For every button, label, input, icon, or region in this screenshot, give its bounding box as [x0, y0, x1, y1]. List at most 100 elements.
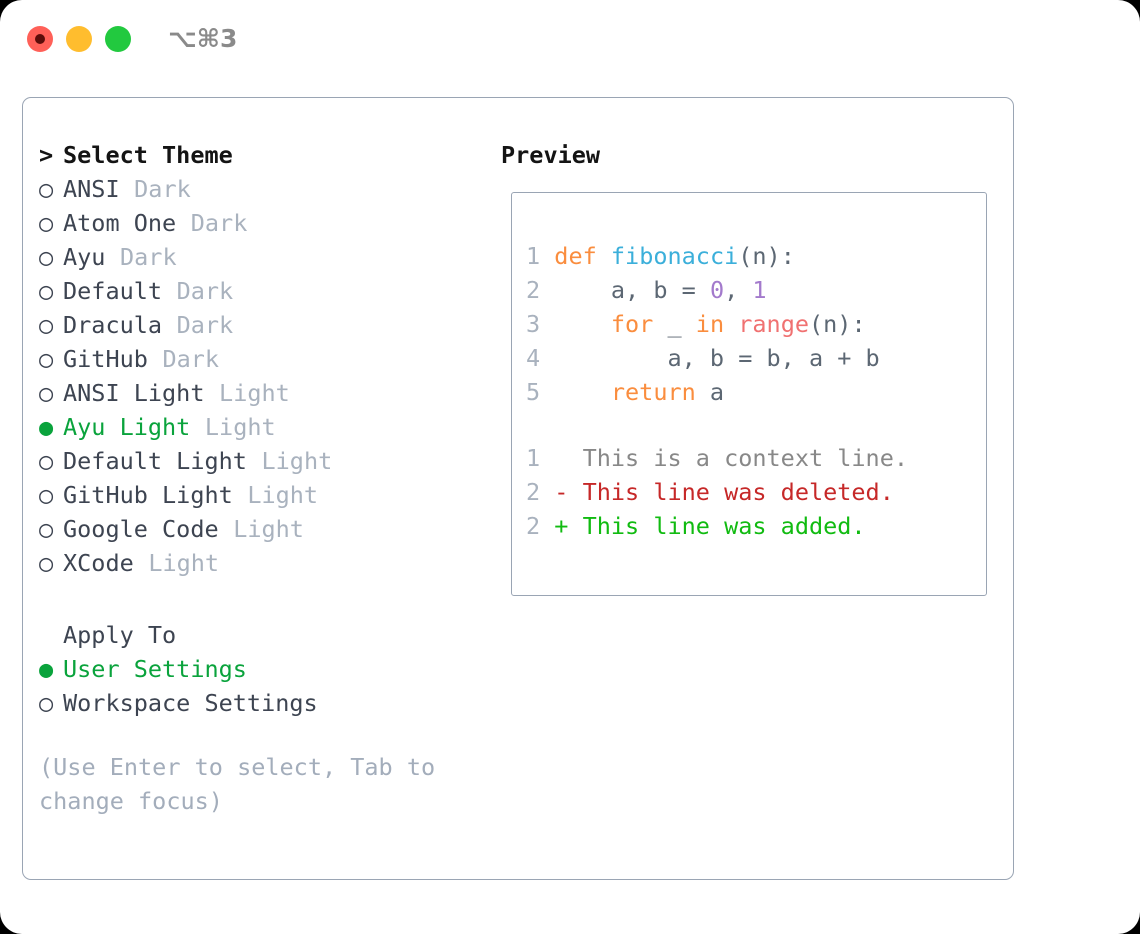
code-token: a, b = b, a + b [554, 344, 880, 372]
radio-selected-icon[interactable]: ● [39, 413, 54, 441]
line-number: 2 [526, 478, 541, 506]
code-token: return [610, 378, 696, 406]
code-token: a, b = [554, 276, 710, 304]
preview-title: Preview [501, 141, 601, 169]
line-number: 2 [526, 276, 541, 304]
code-line: 4 a, b = b, a + b [526, 341, 986, 375]
code-token: (n): [809, 310, 866, 338]
preview-column: Preview 1 def fibonacci(n):2 a, b = 0, 1… [501, 138, 1001, 596]
code-token: fibonacci [610, 242, 739, 270]
theme-name: GitHub [63, 345, 148, 373]
theme-name: Dracula [63, 311, 163, 339]
radio-unselected-icon[interactable]: ○ [39, 345, 54, 373]
apply-to-label: User Settings [63, 655, 247, 683]
code-token: 1 [752, 276, 767, 304]
theme-list-item[interactable]: ○ ANSI Dark [39, 172, 479, 206]
theme-variant-badge: Dark [176, 277, 234, 305]
title-bar: ⌥⌘3 [0, 0, 1140, 78]
select-theme-header: > Select Theme [39, 138, 479, 172]
theme-name: ANSI [63, 175, 120, 203]
radio-unselected-icon[interactable]: ○ [39, 447, 54, 475]
line-number: 3 [526, 310, 541, 338]
code-line: 2 a, b = 0, 1 [526, 273, 986, 307]
radio-unselected-icon[interactable]: ○ [39, 379, 54, 407]
theme-variant-badge: Dark [134, 175, 191, 203]
apply-to-header: Apply To [39, 618, 479, 652]
theme-name: XCode [63, 549, 134, 577]
diff-sample: 1 This is a context line.2 - This line w… [526, 441, 986, 543]
code-token [554, 310, 611, 338]
theme-variant-badge: Dark [190, 209, 248, 237]
radio-unselected-icon[interactable]: ○ [39, 515, 54, 543]
code-token: for [610, 310, 654, 338]
radio-unselected-icon[interactable]: ○ [39, 209, 54, 237]
radio-unselected-icon[interactable]: ○ [39, 689, 54, 717]
theme-name: Atom One [63, 209, 177, 237]
apply-to-title: Apply To [63, 621, 177, 649]
apply-to-item[interactable]: ○ Workspace Settings [39, 686, 479, 720]
apply-to-label: Workspace Settings [63, 689, 318, 717]
diff-line: 1 This is a context line. [526, 441, 986, 475]
diff-line: 2 - This line was deleted. [526, 475, 986, 509]
code-token: a [695, 378, 725, 406]
theme-list-item[interactable]: ○ Atom One Dark [39, 206, 479, 240]
diff-text: + This line was added. [554, 512, 866, 540]
theme-list-item[interactable]: ○ Default Dark [39, 274, 479, 308]
theme-name: ANSI Light [63, 379, 205, 407]
theme-variant-badge: Dark [120, 243, 177, 271]
line-number: 5 [526, 378, 541, 406]
radio-unselected-icon[interactable]: ○ [39, 243, 54, 271]
radio-unselected-icon[interactable]: ○ [39, 311, 54, 339]
code-line: 3 for _ in range(n): [526, 307, 986, 341]
theme-name: Google Code [63, 515, 219, 543]
code-token: (n): [738, 242, 795, 270]
code-token: , [724, 276, 753, 304]
diff-text: This is a context line. [554, 444, 909, 472]
close-button[interactable] [27, 26, 53, 52]
code-token: def [554, 242, 597, 270]
radio-selected-icon[interactable]: ● [39, 655, 54, 683]
theme-list-item[interactable]: ○ Ayu Dark [39, 240, 479, 274]
line-number: 4 [526, 344, 541, 372]
theme-variant-badge: Light [247, 481, 319, 509]
theme-variant-badge: Light [148, 549, 220, 577]
theme-variant-badge: Dark [176, 311, 234, 339]
code-token [554, 378, 611, 406]
code-token: _ [653, 310, 696, 338]
apply-to-list: ● User Settings ○ Workspace Settings [39, 652, 479, 720]
theme-list-item[interactable]: ○ ANSI Light Light [39, 376, 479, 410]
theme-name: GitHub Light [63, 481, 233, 509]
cursor-arrow-icon: > [39, 141, 54, 169]
code-token: range [738, 310, 809, 338]
line-number: 1 [526, 242, 541, 270]
code-token: in [695, 310, 725, 338]
theme-list-item[interactable]: ○ XCode Light [39, 546, 479, 580]
radio-unselected-icon[interactable]: ○ [39, 277, 54, 305]
theme-variant-badge: Light [219, 379, 290, 407]
maximize-button[interactable] [105, 26, 131, 52]
code-token: 0 [709, 276, 725, 304]
theme-list-item[interactable]: ○ Dracula Dark [39, 308, 479, 342]
theme-list-item[interactable]: ○ GitHub Light Light [39, 478, 479, 512]
radio-unselected-icon[interactable]: ○ [39, 175, 54, 203]
theme-name: Ayu [63, 243, 106, 271]
minimize-button[interactable] [66, 26, 92, 52]
window-controls [27, 26, 131, 52]
radio-unselected-icon[interactable]: ○ [39, 481, 54, 509]
theme-variant-badge: Light [261, 447, 333, 475]
line-number: 2 [526, 512, 541, 540]
theme-name: Default [63, 277, 163, 305]
apply-to-item[interactable]: ● User Settings [39, 652, 479, 686]
radio-unselected-icon[interactable]: ○ [39, 549, 54, 577]
code-diff-spacer [526, 409, 986, 441]
